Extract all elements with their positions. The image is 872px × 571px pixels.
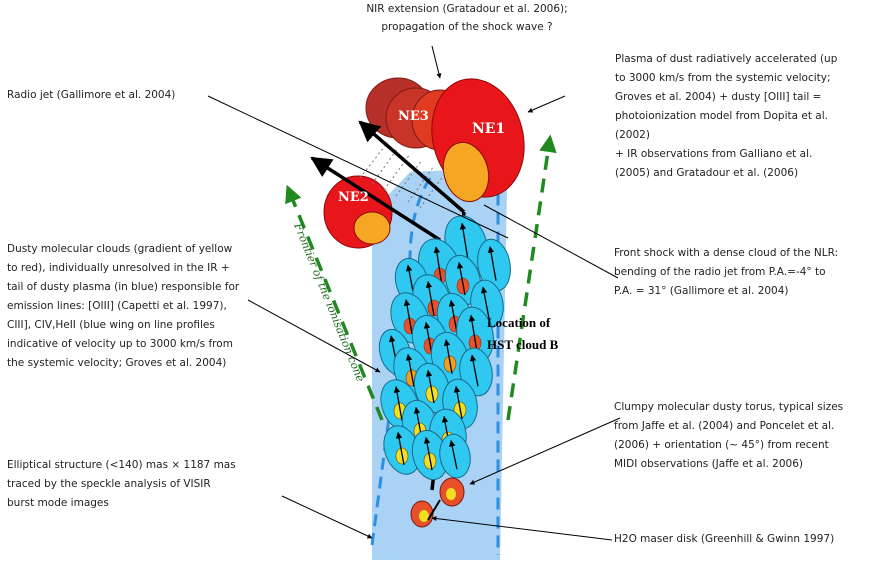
ne1-label: NE1: [472, 121, 505, 137]
cloud-velocity-arrow: [449, 439, 458, 470]
ne2-label: NE2: [338, 190, 369, 205]
cloud-velocity-arrow: [423, 436, 433, 471]
pointer-lines: [207, 45, 621, 541]
cone-frontier-left: [285, 184, 384, 421]
cloud-velocity-arrow: [487, 246, 497, 281]
maser-disk: [427, 499, 441, 521]
clumpy-torus-annotation: Clumpy molecular dusty torus, typical si…: [614, 401, 844, 470]
cloud-velocity-arrow: [423, 321, 433, 356]
cloud-velocity-arrow: [448, 299, 458, 334]
cloud-velocity-arrow: [453, 385, 463, 420]
cloud-velocity-arrow: [443, 339, 453, 374]
cloud-velocity-arrow: [425, 281, 435, 316]
plasma-annotation: Plasma of dust radiatively accelerated (…: [615, 53, 838, 179]
cloud-velocity-arrow: [459, 222, 469, 260]
torus-cloud-upper-core: [446, 488, 456, 500]
cloud-velocity-arrow: [403, 299, 413, 334]
ne3-label: NE3: [398, 109, 429, 124]
hst-cloud-label: HST cloud B: [487, 337, 559, 352]
nir-extension-annotation: NIR extension (Gratadour et al. 2006); p…: [366, 3, 568, 33]
cloud-velocity-arrow: [395, 431, 405, 466]
ne1-core: [442, 141, 490, 203]
dusty-cloud: [439, 433, 471, 479]
radio-jet-ne1: [358, 120, 466, 214]
cone-frontier-right: [506, 134, 557, 421]
radio-jet-annotation: Radio jet (Gallimore et al. 2004): [7, 89, 176, 101]
radio-jet-ne2: [310, 156, 441, 242]
elliptical-structure-annotation: Elliptical structure (<140) mas × 1187 m…: [7, 459, 236, 509]
cloud-velocity-arrow: [468, 314, 478, 352]
cloud-velocity-arrow: [433, 246, 443, 287]
cloud-velocity-arrow: [405, 353, 415, 388]
hst-location-label: Location of: [487, 315, 551, 330]
cloud-velocity-arrow: [425, 369, 435, 404]
cloud-velocity-arrow: [456, 261, 466, 296]
dusty-cloud-field: [378, 215, 511, 481]
cloud-velocity-arrow: [393, 386, 403, 421]
maser-disk-annotation: H2O maser disk (Greenhill & Gwinn 1997): [614, 533, 835, 545]
front-shock-annotation: Front shock with a dense cloud of the NL…: [614, 247, 839, 297]
dusty-clouds-annotation: Dusty molecular clouds (gradient of yell…: [7, 243, 240, 369]
cloud-velocity-arrow: [480, 286, 490, 319]
cloud-velocity-arrow: [469, 354, 479, 387]
torus-cloud-lower-core: [419, 510, 429, 522]
ne2-core: [353, 211, 391, 245]
